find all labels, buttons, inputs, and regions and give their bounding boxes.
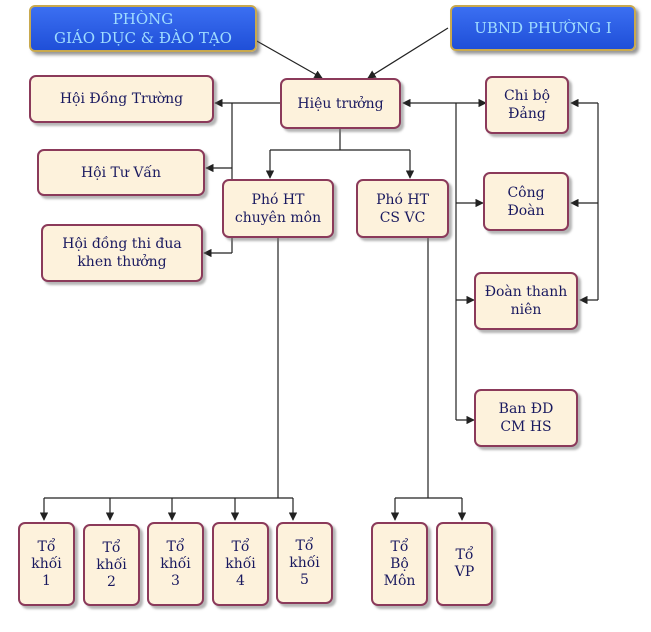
node-ubnd-phuong: UBND PHƯỜNG I: [450, 5, 636, 51]
node-cong-doan: Công Đoàn: [483, 172, 569, 231]
node-pho-ht-chuyen-mon: Phó HT chuyên môn: [222, 179, 334, 238]
node-hoi-dong-truong: Hội Đồng Trường: [29, 75, 214, 123]
node-hoi-dong-thi-dua: Hội đồng thi đua khen thưởng: [41, 224, 203, 282]
node-phong-giao-duc: PHÒNG GIÁO DỤC & ĐÀO TẠO: [29, 5, 257, 52]
node-to-khoi-2: Tổ khối 2: [83, 524, 140, 606]
node-to-khoi-5: Tổ khối 5: [276, 522, 333, 604]
node-to-khoi-4: Tổ khối 4: [212, 522, 269, 606]
edge-phong-to-hieu-truong: [254, 39, 323, 79]
node-to-vp: Tổ VP: [436, 522, 493, 606]
edge-ubnd-to-hieu-truong: [367, 27, 449, 79]
node-pho-ht-csvc: Phó HT CS VC: [356, 179, 449, 238]
node-to-bo-mon: Tổ Bộ Môn: [371, 522, 428, 606]
node-ban-dd-cmhs: Ban ĐD CM HS: [474, 389, 578, 447]
node-chi-bo-dang: Chi bộ Đảng: [485, 76, 569, 134]
node-hieu-truong: Hiệu trưởng: [280, 78, 401, 129]
node-to-khoi-3: Tổ khối 3: [147, 522, 204, 606]
node-doan-thanh-nien: Đoàn thanh niên: [474, 272, 578, 330]
node-to-khoi-1: Tổ khối 1: [18, 522, 75, 606]
node-hoi-tu-van: Hội Tư Vấn: [37, 149, 205, 196]
